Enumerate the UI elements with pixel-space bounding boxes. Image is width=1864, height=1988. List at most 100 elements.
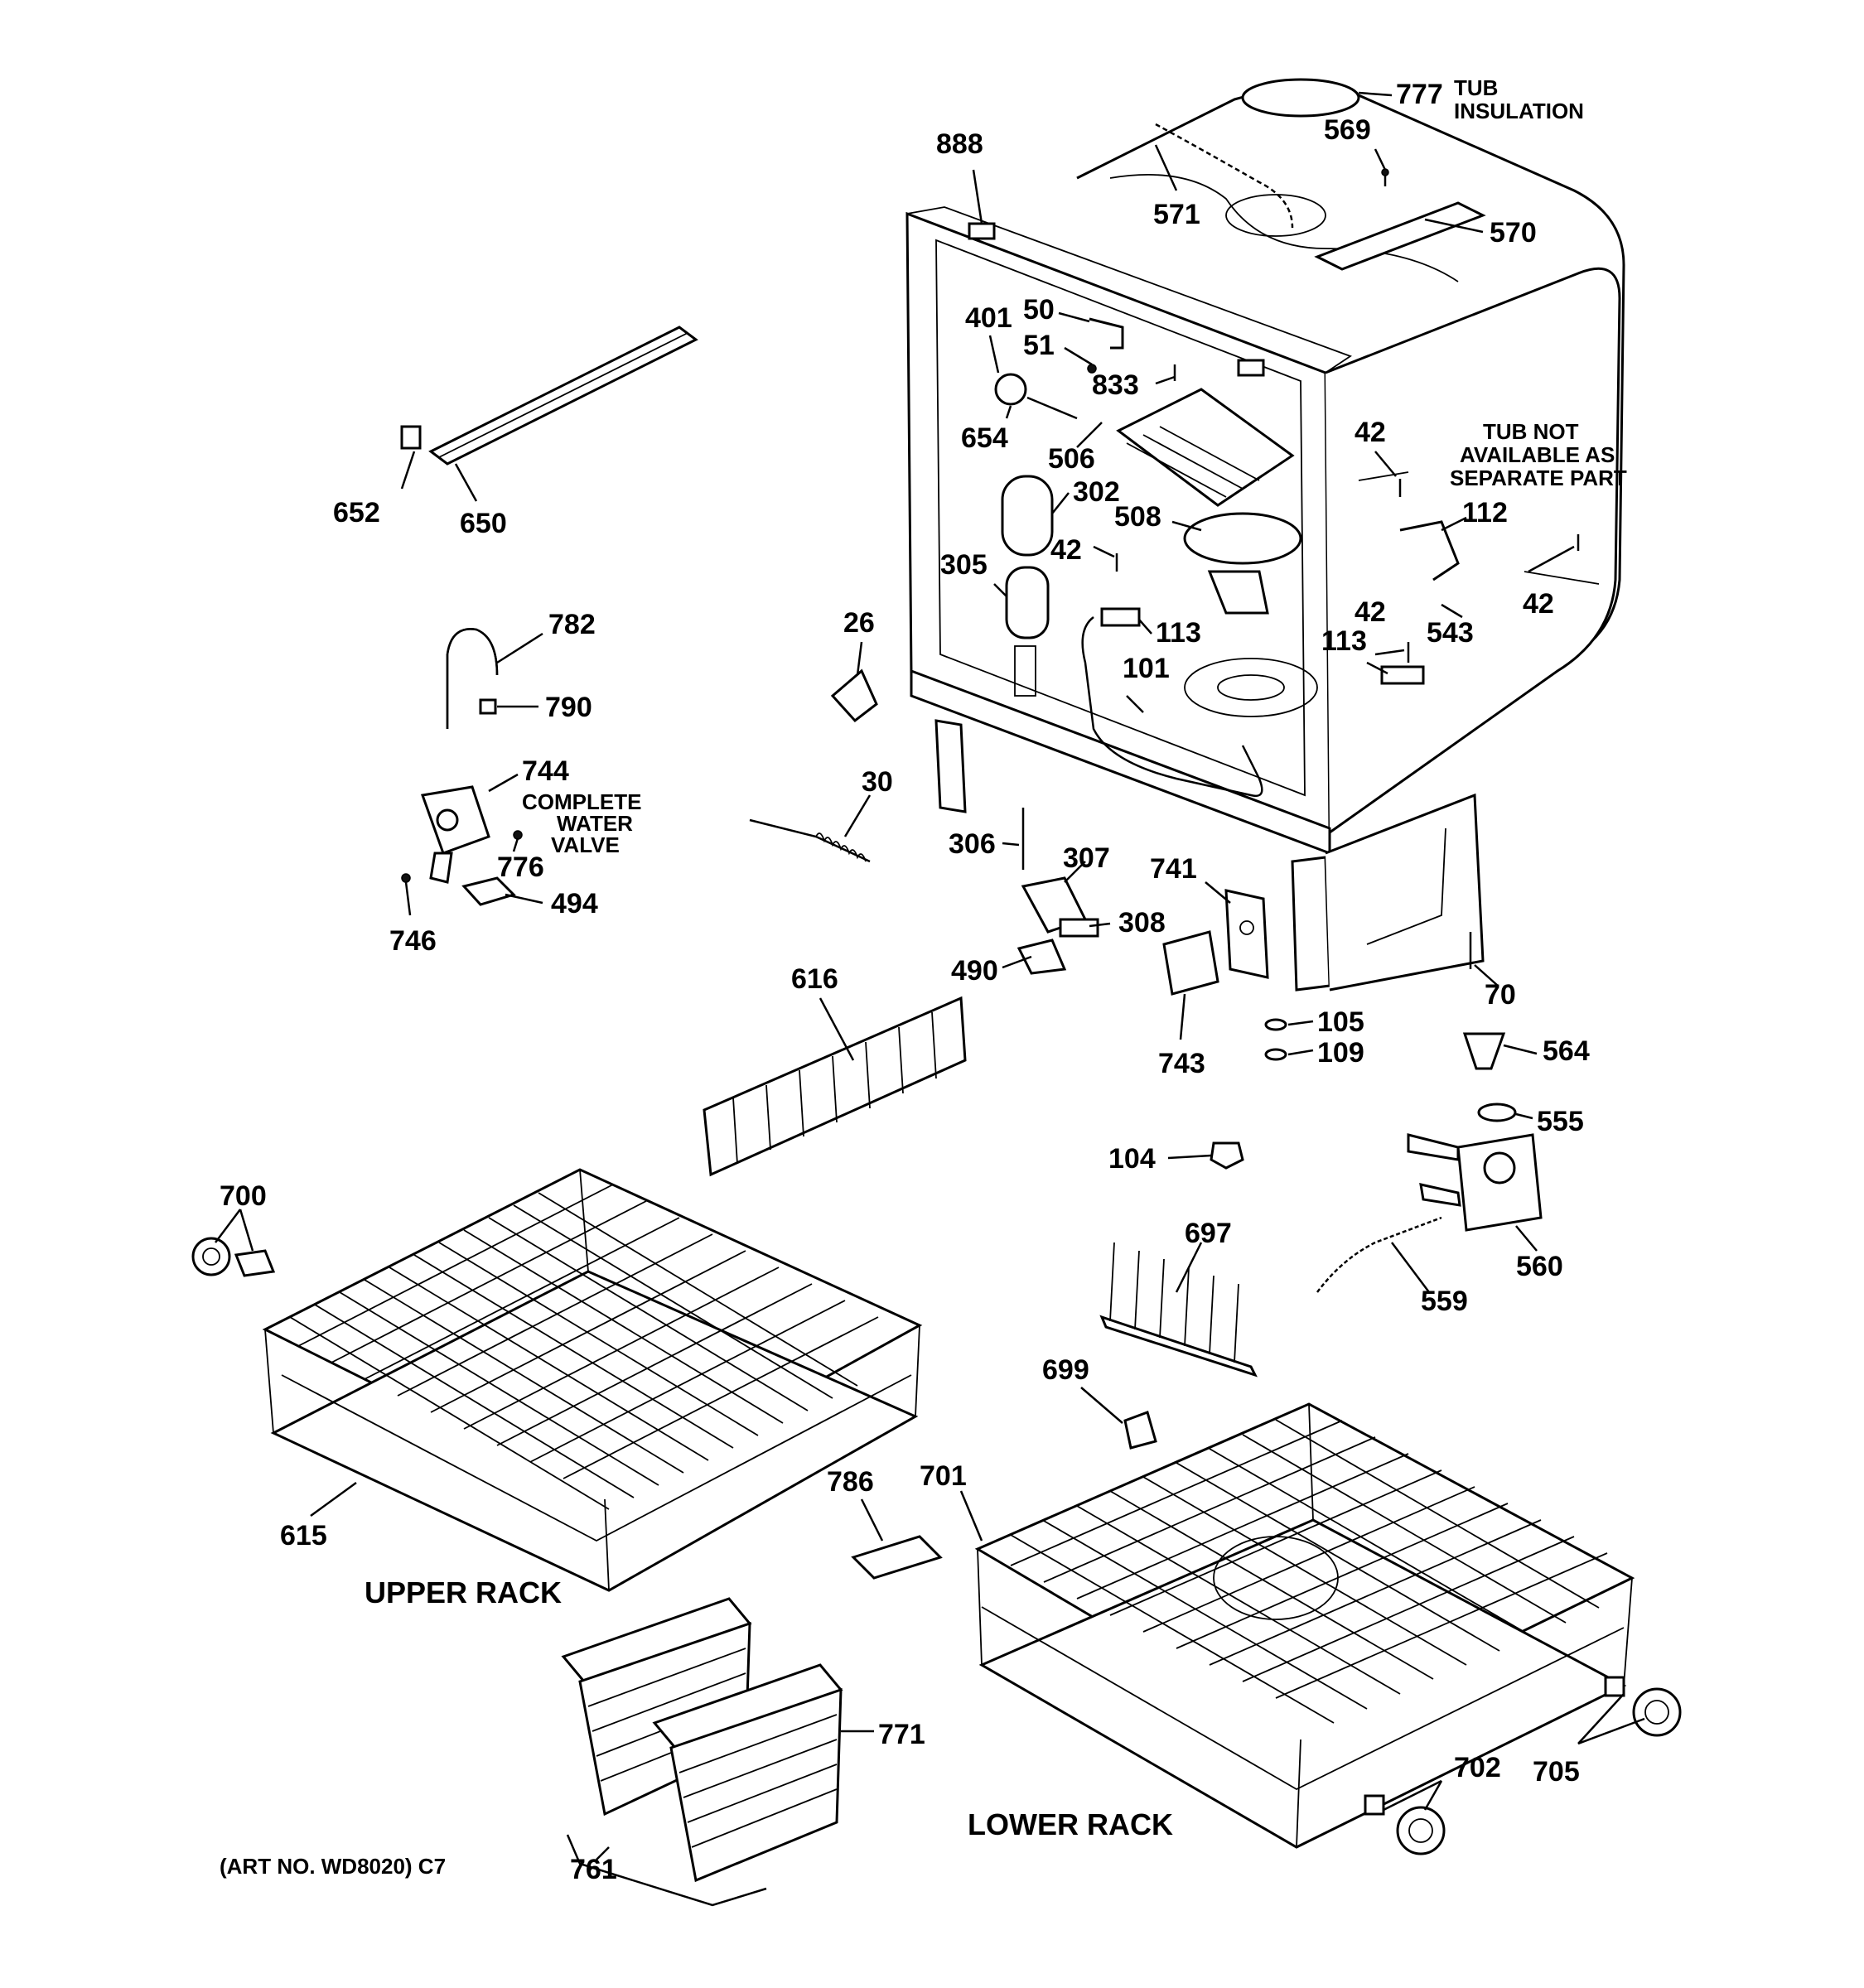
washer-109: [1264, 1048, 1287, 1061]
callout-833: 833: [1092, 369, 1139, 401]
callout-699: 699: [1042, 1354, 1089, 1386]
wheel-702: [1396, 1806, 1446, 1855]
callout-702: 702: [1454, 1752, 1501, 1783]
hose-559: [1316, 1216, 1442, 1293]
latch-50: [1089, 317, 1124, 350]
tub-assembly: [905, 78, 1625, 992]
silverware-basket-771: [652, 1663, 843, 1883]
water-valve-744: [420, 785, 490, 884]
callout-654: 654: [961, 422, 1008, 454]
bracket-494: [461, 876, 516, 906]
callout-560: 560: [1516, 1251, 1563, 1282]
heater-element: [1081, 616, 1263, 798]
callout-308: 308: [1118, 907, 1166, 939]
switch-308: [1059, 918, 1099, 938]
callout-569: 569: [1324, 114, 1371, 146]
complete-water-valve-line3: VALVE: [551, 832, 620, 857]
tub-insulation-label-line2: INSULATION: [1454, 99, 1584, 123]
callout-26: 26: [843, 607, 875, 639]
callout-743: 743: [1158, 1048, 1205, 1079]
callout-559: 559: [1421, 1286, 1468, 1317]
basket-bracket-line: [566, 1834, 767, 1907]
pump-cylinder-302: [1001, 475, 1054, 557]
callout-746: 746: [389, 925, 437, 957]
callout-112: 112: [1462, 497, 1508, 528]
notes: TUB INSULATION TUB NOT AVAILABLE AS SEPA…: [220, 75, 1627, 1879]
callout-564: 564: [1543, 1035, 1590, 1067]
washer-105: [1264, 1018, 1287, 1031]
callout-302: 302: [1073, 476, 1120, 508]
tine-row-697: [1099, 1242, 1258, 1378]
callout-105: 105: [1317, 1006, 1364, 1038]
callout-113-a: 113: [1156, 617, 1201, 649]
bracket-490: [1017, 939, 1067, 975]
tub-insulation-bump: [1241, 78, 1360, 118]
complete-water-valve-line2: WATER: [557, 811, 633, 836]
tine-row-616: [703, 996, 967, 1177]
tub-not-available-line1: TUB NOT: [1483, 419, 1579, 444]
component-743: [1162, 930, 1219, 996]
rack-clip-786: [851, 1535, 943, 1580]
callout-697: 697: [1185, 1218, 1232, 1249]
callout-744: 744: [522, 755, 569, 787]
callout-705: 705: [1533, 1756, 1580, 1788]
bracket-112: [1399, 520, 1460, 581]
wheel-705: [1632, 1687, 1682, 1737]
tub-not-available-line2: AVAILABLE AS: [1460, 442, 1615, 467]
pump-cylinder-305: [1005, 566, 1050, 639]
clip-699: [1123, 1411, 1157, 1450]
callout-307: 307: [1063, 842, 1110, 874]
rail-clip-652: [400, 425, 422, 450]
tub-insulation-label-line1: TUB: [1454, 75, 1498, 100]
callout-571: 571: [1153, 199, 1200, 230]
callout-50: 50: [1023, 294, 1055, 326]
callout-494: 494: [551, 888, 598, 919]
wash-module-506: [1116, 388, 1295, 507]
upper-rack-615: [262, 1168, 923, 1592]
callout-615: 615: [280, 1520, 327, 1551]
vent-654: [994, 373, 1027, 406]
callout-51: 51: [1023, 330, 1055, 361]
drain-pump-560: [1407, 1133, 1543, 1232]
callout-616: 616: [791, 963, 838, 995]
callout-741: 741: [1150, 853, 1197, 885]
bracket-570: [1314, 201, 1486, 271]
callout-42-c: 42: [1523, 588, 1554, 620]
callout-761: 761: [570, 1854, 617, 1885]
callout-490: 490: [951, 955, 998, 987]
clip-888: [968, 222, 996, 240]
callout-786: 786: [827, 1466, 874, 1498]
callout-777: 777: [1396, 79, 1443, 110]
callout-109: 109: [1317, 1037, 1364, 1069]
callout-104: 104: [1108, 1143, 1156, 1175]
complete-water-valve-line1: COMPLETE: [522, 789, 641, 814]
vent-hose-571: [1155, 123, 1294, 229]
o-ring-555: [1477, 1103, 1517, 1122]
callout-42-d: 42: [1355, 596, 1386, 628]
callout-42-b: 42: [1355, 417, 1386, 448]
callout-30: 30: [862, 766, 893, 798]
clamp-790: [479, 698, 497, 715]
latch-26: [830, 668, 878, 723]
callout-650: 650: [460, 508, 507, 539]
tub-not-available-line3: SEPARATE PART: [1450, 466, 1627, 490]
callout-888: 888: [936, 128, 983, 160]
callout-782: 782: [548, 609, 596, 640]
part-564: [1462, 1032, 1506, 1070]
callout-701: 701: [920, 1460, 967, 1492]
callout-113-b: 113: [1321, 625, 1367, 657]
callout-306: 306: [949, 828, 996, 860]
art-number-label: (ART NO. WD8020) C7: [220, 1854, 446, 1879]
clip-113-b: [1380, 665, 1425, 685]
callout-555: 555: [1537, 1106, 1584, 1137]
callout-790: 790: [545, 692, 592, 723]
clip-113-a: [1100, 607, 1141, 627]
callout-776: 776: [497, 852, 544, 883]
callout-70: 70: [1485, 979, 1516, 1011]
callout-305: 305: [940, 549, 988, 581]
callout-42-a: 42: [1050, 534, 1082, 566]
part-104: [1210, 1141, 1244, 1170]
callout-401: 401: [965, 302, 1012, 334]
lower-rack-label: LOWER RACK: [968, 1807, 1173, 1841]
